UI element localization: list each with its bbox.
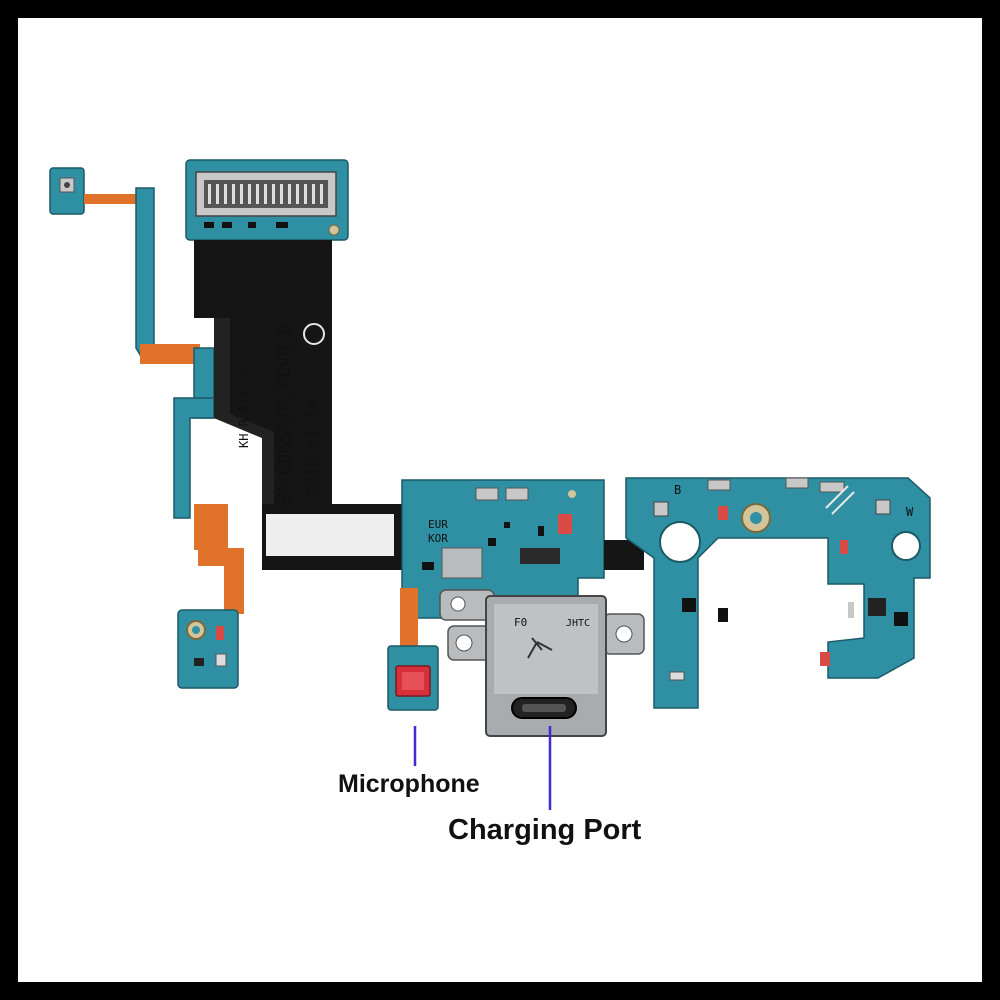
- right-pcb: B W: [625, 477, 931, 709]
- microphone-label: Microphone: [338, 770, 480, 798]
- pcb-region-eur: EUR: [428, 518, 448, 531]
- pcb-date-text: 2018.01.10: [303, 400, 322, 496]
- main-black-flex-cable: KH R.I14 'S' SM-G965F/N_REV0.8 2018.01.1…: [185, 159, 418, 570]
- pcb-text: KH R.I14 'S': [237, 361, 251, 448]
- pcb-letter-w: W: [906, 505, 914, 519]
- port-mark-text: F0: [514, 616, 527, 629]
- charging-port-assembly: F0 JHTC: [439, 547, 645, 737]
- image-frame: KH R.I14 'S' SM-G965F/N_REV0.8 2018.01.1…: [18, 18, 982, 982]
- pcb-letter-b: B: [674, 483, 681, 497]
- microphone-module: [387, 588, 439, 711]
- pcb-model-text: SM-G965F/N_REV0.8: [274, 324, 295, 508]
- left-antenna-flex: [49, 167, 244, 689]
- pcb-marking-batch: KH R.I14 'S': [237, 361, 251, 448]
- pcb-region-kor: KOR: [428, 532, 448, 545]
- charging-port-flex-board: KH R.I14 'S' SM-G965F/N_REV0.8 2018.01.1…: [49, 159, 931, 810]
- port-mark-text: JHTC: [566, 618, 590, 629]
- charging-port-label: Charging Port: [448, 814, 642, 846]
